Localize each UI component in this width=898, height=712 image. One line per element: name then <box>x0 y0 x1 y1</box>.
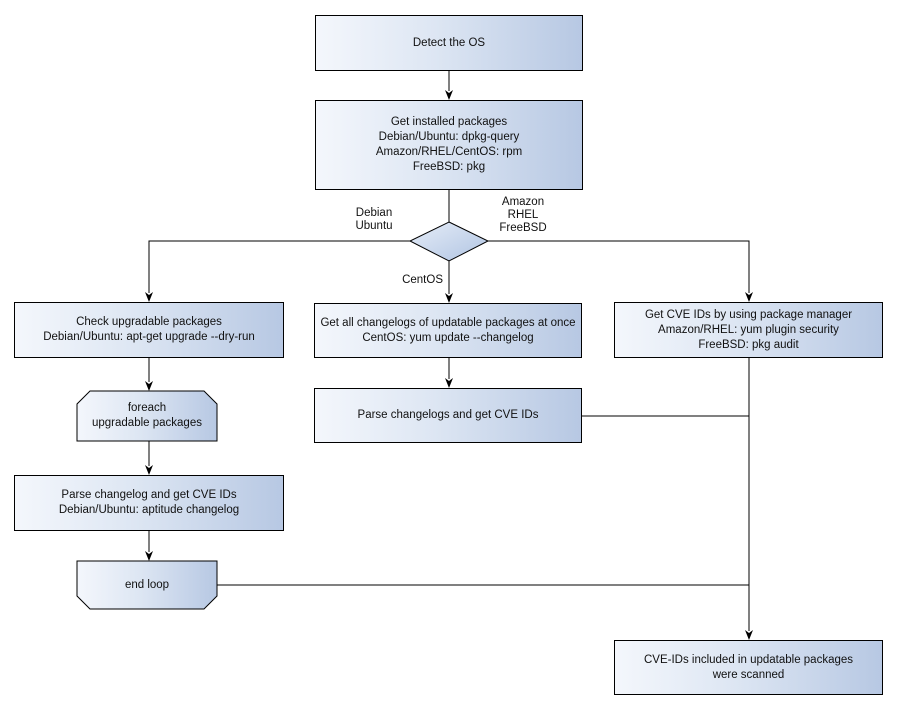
node-parse-changelogs-centos: Parse changelogs and get CVE IDs <box>314 388 582 443</box>
end-loop-shape <box>76 560 218 610</box>
connectors <box>148 71 750 631</box>
arrowheads <box>145 90 753 640</box>
node-end-loop: end loop <box>124 578 170 591</box>
node-get-installed-packages: Get installed packages Debian/Ubuntu: dp… <box>315 100 583 190</box>
decision-diamond-os <box>408 221 490 262</box>
node-get-cve-ids-pkg-manager: Get CVE IDs by using package manager Ama… <box>614 302 883 358</box>
node-detect-os: Detect the OS <box>315 15 583 71</box>
node-foreach-loop-start: foreach upgradable packages <box>92 402 202 429</box>
node-get-all-changelogs: Get all changelogs of updatable packages… <box>314 303 582 358</box>
edge-label-centos: CentOS <box>402 274 443 286</box>
edge-label-debian-ubuntu: Debian Ubuntu <box>355 207 393 232</box>
node-parse-changelog-debian: Parse changelog and get CVE IDs Debian/U… <box>14 475 284 531</box>
node-result-scanned: CVE-IDs included in updatable packages w… <box>614 640 883 695</box>
edge-label-amazon-rhel-freebsd: Amazon RHEL FreeBSD <box>499 196 547 234</box>
node-check-upgradable-packages: Check upgradable packages Debian/Ubuntu:… <box>14 302 284 358</box>
foreach-loop-shape <box>76 390 218 442</box>
